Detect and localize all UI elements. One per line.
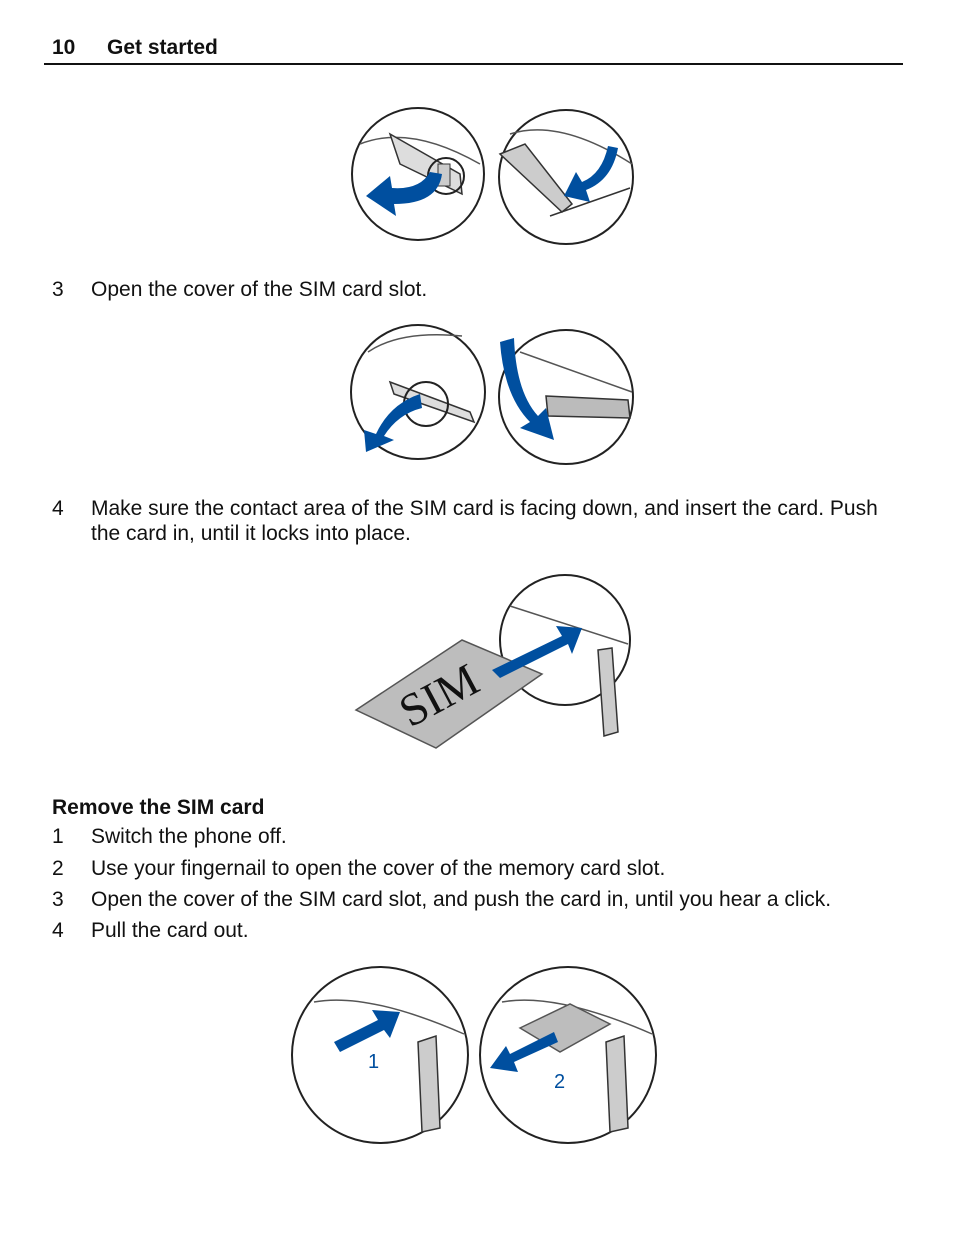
step-number: 2 [52,857,64,880]
step-text: Use your fingernail to open the cover of… [91,857,666,880]
step-number: 4 [52,497,64,520]
step-text: Make sure the contact area of the SIM ca… [91,497,878,545]
callout-2: 2 [554,1071,565,1093]
figure-open-memory-cover [351,107,634,245]
figure-open-sim-cover [350,324,634,465]
step-text: Open the cover of the SIM card slot, and… [91,888,832,911]
page-title: Get started [107,36,218,59]
arrow-pull-card [490,1032,558,1072]
detail-circle-left [291,966,469,1144]
callout-1: 1 [368,1051,379,1073]
step-number: 3 [52,888,64,911]
page-number: 10 [52,36,76,59]
detail-circle-left [351,107,485,241]
figure-remove-sim: 1 2 [291,966,657,1144]
sim-card: SIM [354,639,544,749]
detail-circle [499,574,631,737]
figure-insert-sim: SIM [354,574,631,749]
step-text: Switch the phone off. [91,825,287,848]
section-heading-remove-sim: Remove the SIM card [52,796,265,819]
detail-circle-right [498,109,634,245]
arrow-press-down [564,146,618,202]
arrow-pull-open [364,394,422,452]
arrow-rotate-left [366,172,442,216]
arrow-push-in [492,626,582,678]
step-number: 3 [52,278,64,301]
step-text: Open the cover of the SIM card slot. [91,278,428,301]
arrow-push-card [334,1010,400,1052]
step-text: Pull the card out. [91,919,249,942]
arrow-swing-down [500,338,554,440]
step-number: 4 [52,919,64,942]
step-number: 1 [52,825,64,848]
page-header: 10 Get started [44,34,903,65]
